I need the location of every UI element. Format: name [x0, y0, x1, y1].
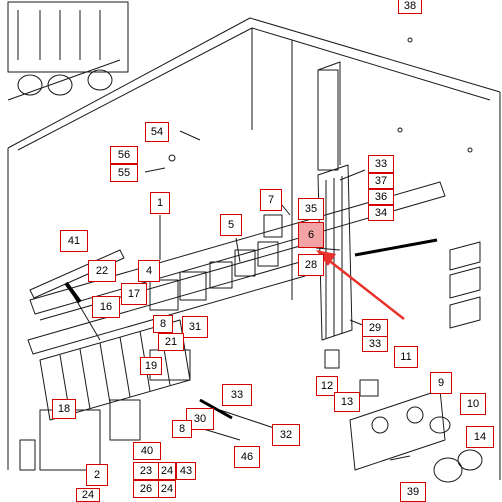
callout-13[interactable]: 13 — [334, 392, 360, 412]
callout-26[interactable]: 26 — [133, 480, 159, 498]
callout-12[interactable]: 12 — [316, 376, 338, 396]
callout-40[interactable]: 40 — [133, 442, 161, 460]
callout-46[interactable]: 46 — [234, 446, 260, 468]
din-rail-lower — [27, 261, 306, 355]
callout-5[interactable]: 5 — [220, 214, 242, 236]
callout-30[interactable]: 30 — [186, 408, 214, 430]
callout-43[interactable]: 43 — [176, 462, 196, 480]
callout-1[interactable]: 1 — [150, 192, 170, 214]
callout-6-highlighted[interactable]: 6 — [298, 222, 324, 248]
callout-55[interactable]: 55 — [110, 164, 138, 182]
compressor-unit — [7, 1, 129, 73]
callout-34[interactable]: 34 — [368, 205, 394, 221]
callout-35[interactable]: 35 — [298, 198, 324, 220]
callout-38[interactable]: 38 — [398, 0, 422, 14]
callout-8[interactable]: 8 — [153, 315, 173, 333]
black-arrow-left — [64, 281, 82, 304]
callout-24[interactable]: 24 — [158, 462, 176, 480]
callout-21[interactable]: 21 — [158, 333, 184, 351]
callout-33-bottom[interactable]: 33 — [222, 384, 252, 406]
callout-4[interactable]: 4 — [138, 260, 160, 282]
callout-2[interactable]: 2 — [86, 464, 108, 486]
callout-33-lower[interactable]: 33 — [362, 336, 388, 352]
callout-17[interactable]: 17 — [121, 283, 147, 305]
callout-37[interactable]: 37 — [368, 173, 394, 189]
callout-31[interactable]: 31 — [182, 316, 208, 338]
callout-16[interactable]: 16 — [92, 296, 120, 318]
black-arrow-right — [354, 238, 438, 257]
black-arrow-low — [199, 398, 233, 420]
callout-24-b[interactable]: 24 — [158, 480, 176, 498]
callout-14[interactable]: 14 — [466, 426, 494, 448]
callout-22[interactable]: 22 — [88, 260, 116, 282]
cabinet-inner-edge — [17, 27, 293, 300]
callout-19[interactable]: 19 — [140, 357, 162, 375]
callout-9[interactable]: 9 — [430, 372, 452, 394]
callout-7[interactable]: 7 — [260, 189, 282, 211]
callout-23[interactable]: 23 — [133, 462, 159, 480]
callout-29[interactable]: 29 — [362, 319, 388, 337]
callout-32[interactable]: 32 — [272, 424, 300, 446]
callout-8-lower[interactable]: 8 — [172, 420, 192, 438]
callout-24-c[interactable]: 24 — [76, 488, 100, 502]
callout-33[interactable]: 33 — [368, 155, 394, 173]
din-rail-upper — [29, 181, 446, 315]
callout-56[interactable]: 56 — [110, 146, 138, 164]
side-panel — [349, 389, 446, 471]
red-pointer-arrow — [321, 254, 405, 320]
callout-18[interactable]: 18 — [52, 399, 76, 419]
cabinet-top-edge — [7, 17, 501, 149]
callout-41[interactable]: 41 — [60, 230, 88, 252]
callout-28[interactable]: 28 — [298, 254, 324, 276]
callout-11[interactable]: 11 — [394, 346, 418, 368]
callout-36[interactable]: 36 — [368, 189, 394, 205]
callout-39[interactable]: 39 — [400, 482, 426, 502]
callout-54[interactable]: 54 — [145, 122, 169, 142]
callout-10[interactable]: 10 — [460, 393, 486, 415]
